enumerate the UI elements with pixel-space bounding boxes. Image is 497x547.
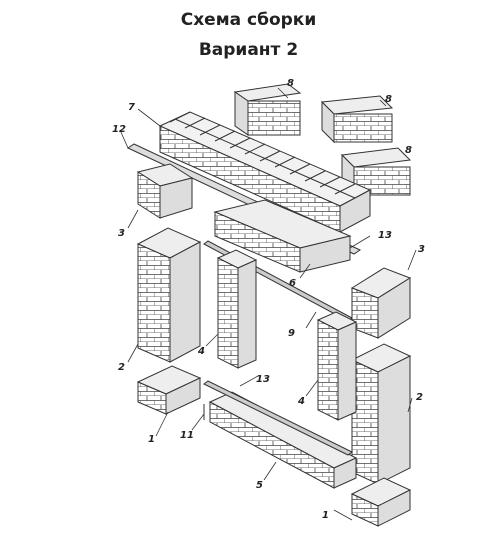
column-right <box>350 343 412 485</box>
brick-pack-top <box>233 83 302 136</box>
diagram-subtitle: Вариант 2 <box>198 40 299 60</box>
label-11: 11 <box>180 430 194 441</box>
corner-block-right <box>350 267 412 339</box>
column-left <box>136 227 202 363</box>
label-8-a: 8 <box>287 78 294 89</box>
label-2-left: 2 <box>118 362 125 373</box>
label-9: 9 <box>288 328 295 339</box>
label-2-right: 2 <box>416 392 423 403</box>
label-5: 5 <box>256 480 263 491</box>
base-block-left <box>136 365 202 415</box>
label-4-right: 4 <box>297 396 305 407</box>
corner-block-left <box>136 163 194 219</box>
label-12: 12 <box>112 124 126 135</box>
label-13-top: 13 <box>378 230 392 241</box>
lintel-beam <box>213 199 352 273</box>
brick-pack-middle <box>320 95 394 144</box>
label-13-bottom: 13 <box>256 374 270 385</box>
label-3-left: 3 <box>118 228 125 239</box>
label-1-right: 1 <box>322 510 329 521</box>
pillar-left <box>216 249 258 369</box>
label-7: 7 <box>128 102 135 113</box>
label-8-b: 8 <box>385 94 392 105</box>
rebar-rod-13 <box>203 380 353 456</box>
label-4-left: 4 <box>197 346 205 357</box>
bottom-lintel-bricks <box>208 391 358 489</box>
diagram-title: Схема сборки <box>180 10 317 30</box>
pillar-right <box>316 311 358 421</box>
label-1-left: 1 <box>148 434 155 445</box>
base-block-right <box>350 477 412 527</box>
label-8-c: 8 <box>405 145 412 156</box>
label-6: 6 <box>289 278 296 289</box>
label-3-right: 3 <box>418 244 425 255</box>
